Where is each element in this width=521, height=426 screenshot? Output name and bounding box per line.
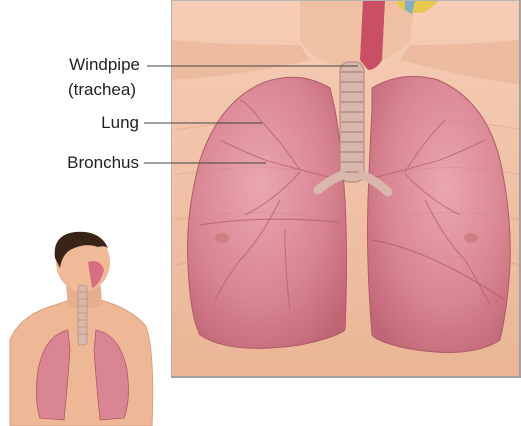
lung-label: Lung <box>101 113 139 133</box>
windpipe-label: Windpipe <box>69 55 140 75</box>
trachea-label: (trachea) <box>68 80 136 100</box>
windpipe-label-line2: (trachea) <box>68 80 136 100</box>
lung-label-text: Lung <box>101 113 139 133</box>
windpipe-label-line1: Windpipe <box>69 55 140 75</box>
bronchus-label: Bronchus <box>67 153 139 173</box>
bronchus-label-text: Bronchus <box>67 153 139 173</box>
